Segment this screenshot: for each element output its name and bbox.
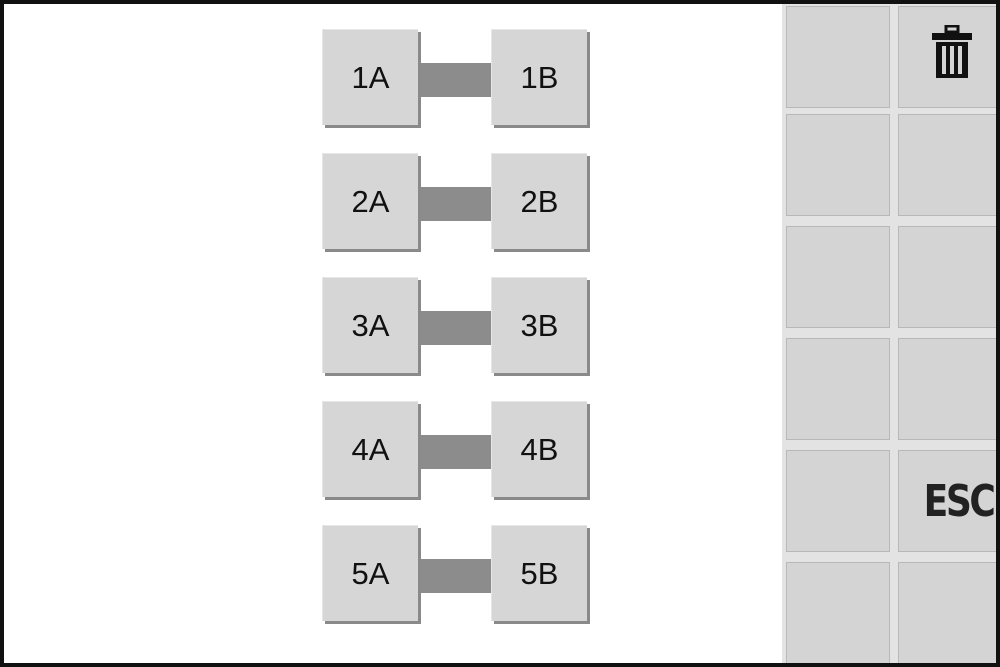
tile-5b[interactable]: 5B [491, 525, 587, 621]
tile-2a[interactable]: 2A [322, 153, 418, 249]
pair-workspace: 1A 1B 2A 2B 3A 3B 4A 4B 5A 5B [4, 4, 782, 663]
side-button-2-2[interactable] [898, 114, 996, 216]
delete-button[interactable] [898, 6, 996, 108]
tile-4a[interactable]: 4A [322, 401, 418, 497]
pair-link-2 [421, 187, 491, 221]
tile-2b[interactable]: 2B [491, 153, 587, 249]
tile-4b[interactable]: 4B [491, 401, 587, 497]
side-button-1-1[interactable] [786, 6, 890, 108]
pair-link-5 [421, 559, 491, 593]
pair-link-3 [421, 311, 491, 345]
tile-1b[interactable]: 1B [491, 29, 587, 125]
side-button-6-2[interactable] [898, 562, 996, 663]
side-button-5-1[interactable] [786, 450, 890, 552]
pair-link-1 [421, 63, 491, 97]
side-button-3-2[interactable] [898, 226, 996, 328]
pair-row-4: 4A 4B [322, 401, 594, 501]
tile-1a[interactable]: 1A [322, 29, 418, 125]
esc-button[interactable]: ESC [898, 450, 996, 552]
tile-3b[interactable]: 3B [491, 277, 587, 373]
side-button-4-1[interactable] [786, 338, 890, 440]
side-button-4-2[interactable] [898, 338, 996, 440]
pair-row-1: 1A 1B [322, 29, 594, 129]
pair-row-2: 2A 2B [322, 153, 594, 253]
esc-label: ESC [924, 475, 996, 527]
pair-row-3: 3A 3B [322, 277, 594, 377]
pair-link-4 [421, 435, 491, 469]
tile-3a[interactable]: 3A [322, 277, 418, 373]
side-button-6-1[interactable] [786, 562, 890, 663]
trash-icon [932, 25, 972, 78]
side-button-3-1[interactable] [786, 226, 890, 328]
button-sidebar: ESC [782, 4, 996, 663]
side-button-2-1[interactable] [786, 114, 890, 216]
pair-row-5: 5A 5B [322, 525, 594, 625]
tile-5a[interactable]: 5A [322, 525, 418, 621]
